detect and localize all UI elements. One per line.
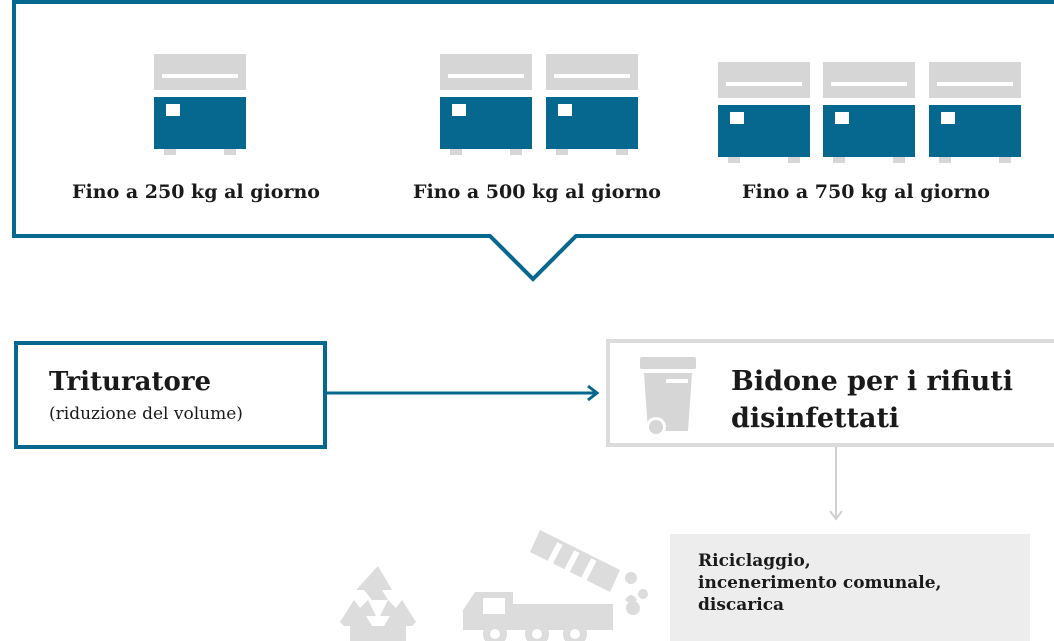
disinfection-unit-icon bbox=[929, 62, 1021, 163]
waste-bin-box: Bidone per i rifiuti disinfettati bbox=[606, 339, 1054, 447]
disposal-line-1: Riciclaggio, bbox=[698, 551, 811, 571]
disposal-line-2: incenerimento comunale, bbox=[698, 573, 942, 593]
disposal-result-box: Riciclaggio, incenerimento comunale, dis… bbox=[670, 534, 1030, 641]
disinfection-unit-icon bbox=[154, 54, 246, 155]
disposal-result-text: Riciclaggio, incenerimento comunale, dis… bbox=[698, 550, 941, 616]
recycle-icon bbox=[340, 566, 416, 641]
waste-bin-title-line1: Bidone per i rifiuti bbox=[731, 366, 1013, 397]
disinfection-unit-icon bbox=[718, 62, 810, 163]
capacity-label-250: Fino a 250 kg al giorno bbox=[72, 181, 320, 203]
waste-bin-title-line2: disinfettati bbox=[731, 403, 900, 434]
disinfection-unit-icon bbox=[440, 54, 532, 155]
shredder-box: Trituratore (riduzione del volume) bbox=[14, 341, 327, 449]
disinfection-unit-icon bbox=[823, 62, 915, 163]
flow-arrow-down bbox=[829, 447, 843, 521]
waste-bin-title: Bidone per i rifiuti disinfettati bbox=[731, 363, 1051, 437]
capacity-label-500: Fino a 500 kg al giorno bbox=[413, 181, 661, 203]
flow-arrow-right bbox=[326, 384, 600, 402]
shredder-subtitle: (riduzione del volume) bbox=[49, 404, 243, 424]
shredder-title: Trituratore bbox=[49, 367, 212, 397]
waste-bin-icon bbox=[640, 357, 696, 437]
disposal-line-3: discarica bbox=[698, 595, 785, 615]
disinfection-unit-icon bbox=[546, 54, 638, 155]
dump-truck-icon bbox=[463, 530, 648, 641]
capacity-label-750: Fino a 750 kg al giorno bbox=[742, 181, 990, 203]
capacity-panel-frame bbox=[12, 0, 1054, 282]
